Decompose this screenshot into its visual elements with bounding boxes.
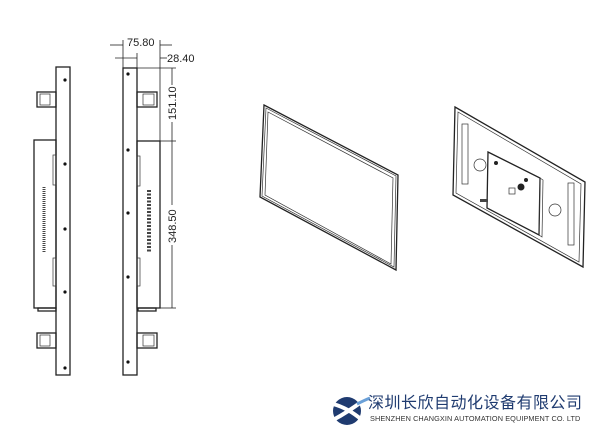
side-view-right [122, 67, 161, 376]
dimension-lines [110, 40, 176, 309]
dim-depth-total: 75.80 [127, 37, 155, 49]
company-name-en: SHENZHEN CHANGXIN AUTOMATION EQUIPMENT C… [370, 414, 581, 423]
dim-offset-top: 151.10 [167, 86, 179, 120]
rear-perspective-view [452, 105, 586, 269]
dim-depth-bezel: 28.40 [167, 53, 195, 65]
front-perspective-view [259, 103, 399, 272]
dim-box-height: 348.50 [167, 209, 179, 243]
side-view-left [33, 66, 71, 376]
company-logo-icon [332, 396, 371, 425]
company-name-cn: 深圳长欣自动化设备有限公司 [368, 393, 583, 412]
